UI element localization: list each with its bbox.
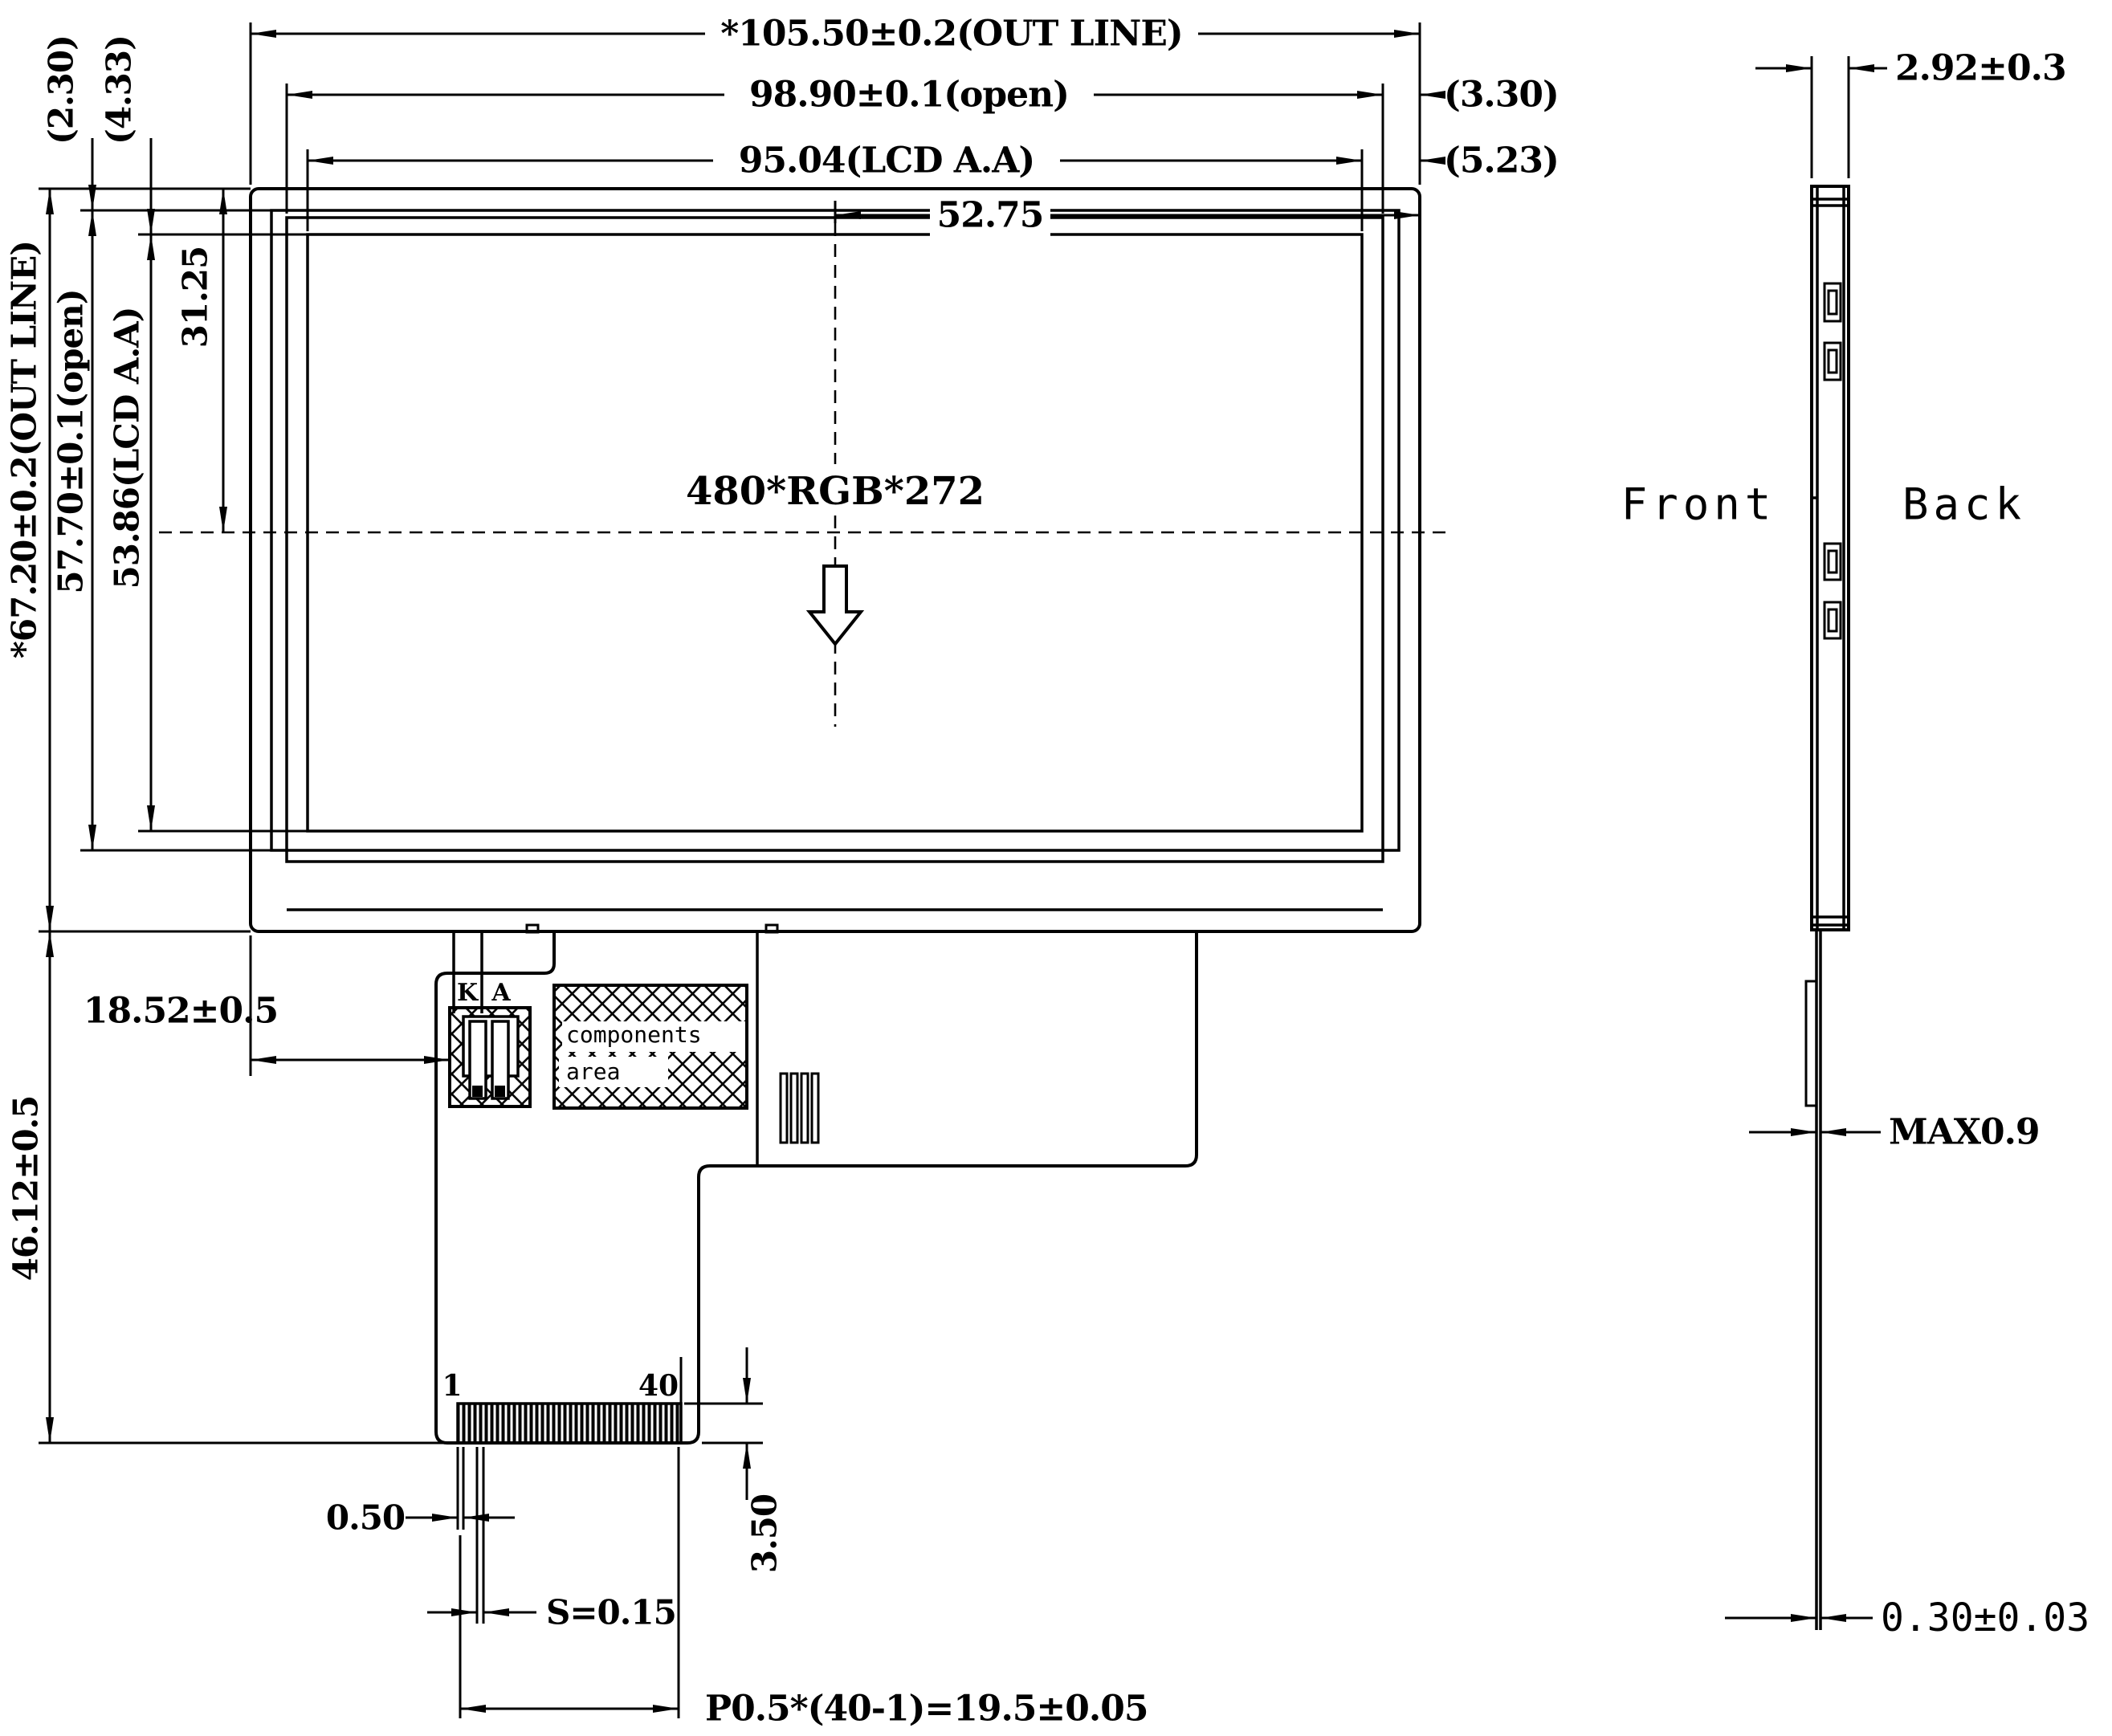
- dim-top-gap-open: (2.30): [42, 35, 81, 145]
- fpc-stiffener: [1804, 980, 1818, 1107]
- side-body: [1810, 185, 1850, 931]
- dim-led-offset: 18.52±0.5: [84, 991, 278, 1032]
- front-label: Front: [1621, 479, 1776, 530]
- dim-right-gap-aa: (5.23): [1444, 141, 1559, 181]
- fpc-outline: [434, 933, 1198, 1445]
- vent-slots: [779, 1072, 820, 1144]
- dim-aa-height: 53.86(LCD A.A): [108, 307, 147, 589]
- side-view: [1804, 185, 1850, 1630]
- pin-40-label: 40: [638, 1369, 679, 1403]
- bezel-rect: [270, 209, 1401, 852]
- dim-pin-width: 0.50: [326, 1498, 405, 1538]
- dim-right-gap-open: (3.30): [1444, 75, 1559, 116]
- anode-pad-end: [495, 1086, 505, 1097]
- back-label: Back: [1902, 479, 2026, 530]
- side-view-dimensions: [1725, 56, 1887, 1622]
- dim-thickness: 2.92±0.3: [1895, 48, 2066, 89]
- bottom-notch-left: [525, 923, 540, 934]
- led-terminal: K A: [448, 979, 532, 1108]
- dim-top-gap-aa: (4.33): [100, 35, 139, 145]
- dim-fpc-thickness: 0.30±0.03: [1881, 1595, 2090, 1640]
- dim-connector-height: 3.50: [745, 1494, 785, 1573]
- connector-dimensions: [406, 1347, 763, 1718]
- cathode-label: K: [457, 979, 479, 1007]
- connector: 1 40: [442, 1369, 683, 1445]
- dim-open-height: 57.70±0.1(open): [51, 289, 91, 593]
- dim-aa-width: 95.04(LCD A.A): [739, 141, 1034, 181]
- left-dimension-labels: (2.30) (4.33) 31.25 57.70±0.1(open) 53.8…: [5, 35, 215, 1281]
- components-area: components area: [552, 984, 748, 1110]
- components-area-line2: area: [566, 1058, 620, 1085]
- left-dimensions: [39, 138, 446, 1445]
- down-arrow-icon: [805, 564, 865, 647]
- dim-outline-height: *67.20±0.2(OUT LINE): [5, 241, 44, 658]
- pin-1-label: 1: [442, 1369, 462, 1403]
- panel-center-group: 480*RGB*272: [686, 464, 985, 647]
- dim-open-width: 98.90±0.1(open): [749, 75, 1069, 116]
- resolution-label: 480*RGB*272: [686, 469, 985, 514]
- led-offset-dimension: 18.52±0.5: [84, 935, 450, 1076]
- fpc-region: [434, 933, 1198, 1445]
- connector-dimension-labels: 3.50 0.50 S=0.15 P0.5*(40-1)=19.5±0.05: [326, 1494, 1149, 1730]
- dim-center-offset: 31.25: [176, 247, 215, 348]
- label-backing: [700, 464, 970, 512]
- bottom-notch-right: [764, 923, 779, 934]
- cathode-pad-end: [472, 1086, 483, 1097]
- dim-half-width: 52.75: [937, 195, 1044, 236]
- components-area-line1: components: [566, 1021, 702, 1048]
- cathode-pad: [468, 1020, 487, 1100]
- top-dimension-labels: *105.50±0.2(OUT LINE) 98.90±0.1(open) 95…: [705, 13, 1560, 236]
- dim-pitch-formula: P0.5*(40-1)=19.5±0.05: [705, 1689, 1148, 1730]
- anode-label: A: [491, 979, 511, 1007]
- dim-outline-width: *105.50±0.2(OUT LINE): [720, 14, 1183, 55]
- connector-pins: [456, 1402, 683, 1445]
- dim-pin-spacing: S=0.15: [546, 1593, 676, 1632]
- dim-fpc-max: MAX0.9: [1889, 1112, 2040, 1153]
- outline-rect: [249, 187, 1421, 933]
- side-tabs: [1823, 282, 1842, 640]
- dim-tail-height: 46.12±0.5: [6, 1096, 46, 1282]
- side-view-labels: 2.92±0.3 Front Back MAX0.9 0.30±0.03: [1621, 48, 2090, 1641]
- anode-pad: [491, 1020, 510, 1100]
